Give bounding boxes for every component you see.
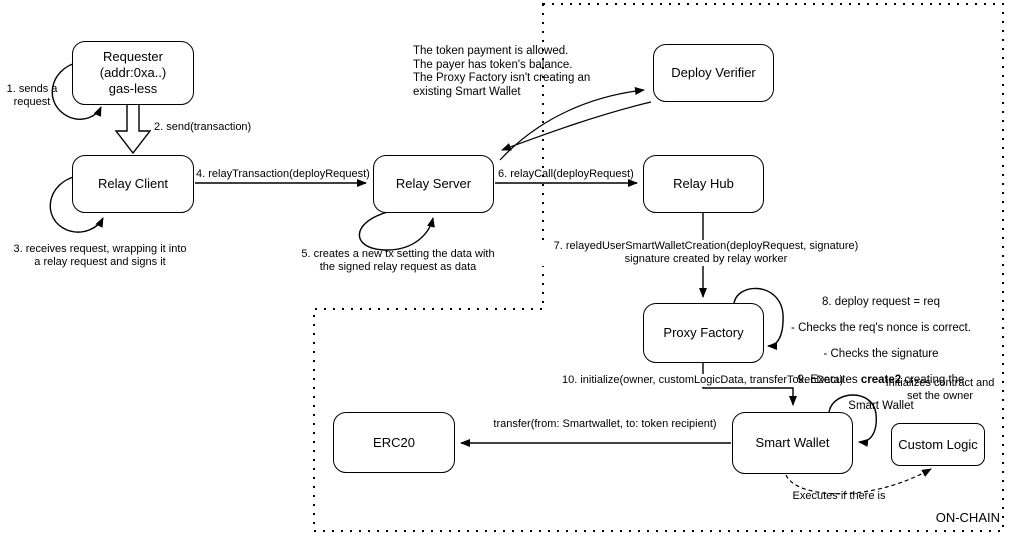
self-loop-smart-wallet: [828, 394, 877, 447]
label-step10-initialize: 10. initialize(owner, customLogicData, t…: [560, 374, 846, 387]
onchain-boundary: [313, 3, 1004, 532]
node-erc20: ERC20: [333, 412, 455, 473]
node-smart-wallet: Smart Wallet: [732, 412, 853, 474]
self-loop-requester: [51, 61, 102, 120]
node-relay-server: Relay Server: [373, 155, 494, 213]
note-factory-line4-post: creating the: [901, 374, 965, 386]
node-custom-logic: Custom Logic: [891, 423, 985, 466]
label-step3-receives-request: 3. receives request, wrapping it into a …: [13, 243, 187, 268]
note-factory-line1: 8. deploy request = req: [822, 296, 940, 308]
label-step6-relay-call: 6. relayCall(deployRequest): [498, 168, 634, 180]
label-transfer-call: transfer(from: Smartwallet, to: token re…: [493, 418, 717, 430]
label-step7-smart-wallet-creation: 7. relayedUserSmartWalletCreation(deploy…: [540, 240, 872, 266]
node-requester: Requester (addr:0xa..) gas-less: [72, 41, 194, 105]
block-arrow-send: [114, 104, 152, 155]
label-step4-relay-transaction: 4. relayTransaction(deployRequest): [196, 168, 370, 180]
node-relay-client: Relay Client: [72, 155, 194, 213]
label-step5-creates-new-tx: 5. creates a new tx setting the data wit…: [301, 248, 495, 273]
label-step2-send-transaction: 2. send(transaction): [154, 121, 252, 133]
note-factory-line5: Smart Wallet: [848, 400, 914, 412]
self-loop-relay-server: [358, 211, 435, 251]
note-factory-create2: create2: [860, 374, 902, 386]
label-step1-sends-request: 1. sends a request: [6, 83, 58, 108]
label-onchain-region: ON-CHAIN: [935, 510, 1000, 525]
node-relay-hub: Relay Hub: [643, 155, 764, 213]
curve-from-deploy-verifier: [501, 101, 652, 151]
self-loop-proxy-factory: [733, 287, 784, 350]
note-executes-if-there-is: Executes if there is: [792, 490, 886, 502]
note-factory-line4-pre: 9. Executes: [797, 374, 861, 386]
dashed-arrow-executes: [785, 468, 932, 495]
note-factory-line2: - Checks the req's nonce is correct.: [791, 322, 971, 334]
node-deploy-verifier: Deploy Verifier: [653, 44, 774, 102]
note-factory-line3: - Checks the signature: [823, 348, 939, 360]
note-proxy-factory-steps: 8. deploy request = req - Checks the req…: [779, 283, 983, 413]
note-deploy-verifier-checks: The token payment is allowed. The payer …: [413, 45, 591, 98]
note-initializes-contract: Initializes contract and set the owner: [885, 377, 995, 402]
node-proxy-factory: Proxy Factory: [643, 303, 764, 363]
self-loop-relay-client: [49, 175, 104, 233]
